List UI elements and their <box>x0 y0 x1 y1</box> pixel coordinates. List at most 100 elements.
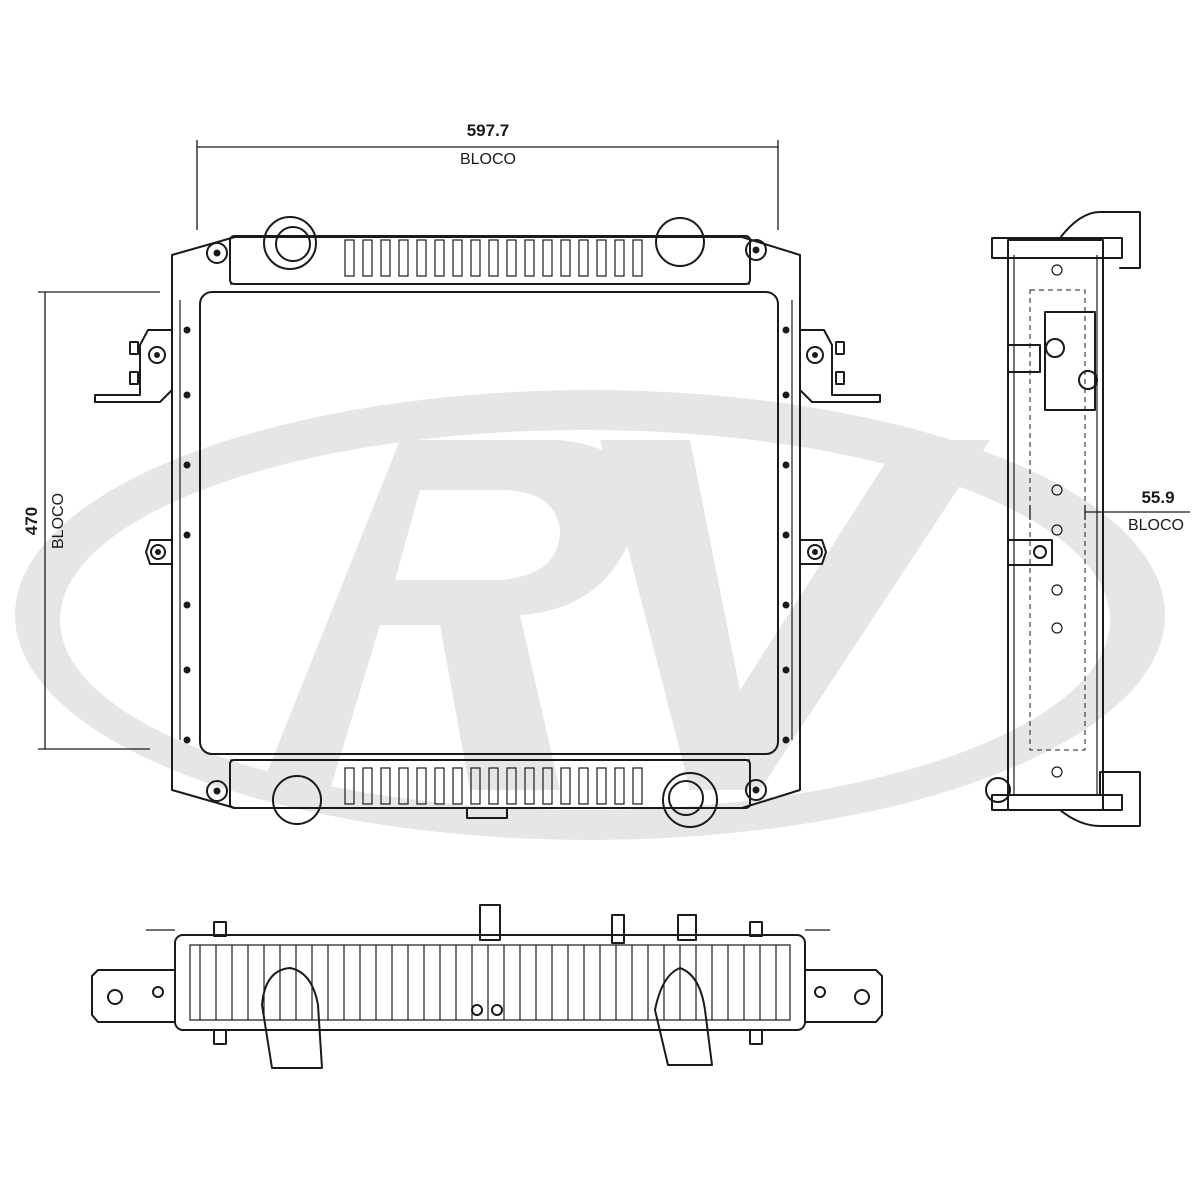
side-bottom-port-icon <box>985 777 1011 803</box>
tank-rib <box>344 239 355 277</box>
side-view: 55.9 BLOCO <box>985 211 1190 827</box>
top-tank-ribs <box>344 239 643 277</box>
top-view-outlet-pipe <box>654 967 713 1066</box>
width-value: 597.7 <box>467 121 510 140</box>
rivet-icon <box>183 326 191 334</box>
depth-label: BLOCO <box>1128 517 1184 534</box>
tank-rib <box>398 239 409 277</box>
tank-rib <box>380 767 391 805</box>
rivet-icon <box>183 666 191 674</box>
side-core-outline <box>1029 289 1086 751</box>
tank-rib <box>524 239 535 277</box>
rivet-icon <box>782 736 790 744</box>
watermark-r-letter <box>260 440 637 790</box>
rivet-icon <box>183 736 191 744</box>
side-holes <box>1051 264 1063 778</box>
rivet-icon <box>183 531 191 539</box>
mount-hole-icon <box>1051 484 1063 496</box>
top-view-body <box>174 934 806 1031</box>
tank-rib <box>434 239 445 277</box>
depth-value: 55.9 <box>1141 488 1174 507</box>
tank-rib <box>560 767 571 805</box>
left-mount-bracket <box>94 329 173 403</box>
width-label: BLOCO <box>460 151 516 168</box>
tank-rib <box>614 239 625 277</box>
top-right-port-icon <box>655 217 705 267</box>
side-rivets <box>183 326 790 744</box>
mount-hole-icon <box>1051 524 1063 536</box>
rivet-icon <box>782 461 790 469</box>
height-label: BLOCO <box>50 493 67 549</box>
tank-rib <box>578 767 589 805</box>
rivet-icon <box>183 601 191 609</box>
rivet-icon <box>183 391 191 399</box>
bottom-tank-ribs <box>344 767 643 805</box>
rivet-icon <box>782 326 790 334</box>
watermark-v-letter <box>600 440 990 790</box>
tank-rib <box>344 767 355 805</box>
tank-rib <box>560 239 571 277</box>
rivet-icon <box>782 601 790 609</box>
tank-rib <box>542 239 553 277</box>
tank-rib <box>596 239 607 277</box>
top-view-fins <box>199 945 777 1020</box>
tank-rib <box>488 239 499 277</box>
tank-rib <box>416 239 427 277</box>
side-bottom-bracket <box>1059 771 1141 827</box>
tank-rib <box>452 239 463 277</box>
tank-rib <box>542 767 553 805</box>
width-dimension: 597.7 BLOCO <box>196 121 779 230</box>
mount-hole-icon <box>1051 264 1063 276</box>
top-tank <box>229 235 751 285</box>
corner-bolt-icon <box>206 242 228 264</box>
tank-rib <box>398 767 409 805</box>
bottom-left-port-icon <box>272 775 322 825</box>
height-dimension: 470 BLOCO <box>22 291 160 750</box>
outlet-pipe-icon <box>662 772 718 828</box>
top-view <box>91 904 883 1069</box>
inlet-pipe-icon <box>263 216 317 270</box>
tank-rib <box>452 767 463 805</box>
tank-rib <box>380 239 391 277</box>
core-window <box>199 291 779 755</box>
front-view <box>94 216 881 828</box>
tank-rib <box>362 239 373 277</box>
tank-rib <box>578 239 589 277</box>
top-view-right-flange <box>804 969 883 1023</box>
tank-rib <box>596 767 607 805</box>
corner-bolt-icon <box>745 239 767 261</box>
tank-rib <box>488 767 499 805</box>
right-mount-bracket <box>799 329 881 403</box>
rivet-icon <box>782 391 790 399</box>
tank-rib <box>434 767 445 805</box>
tank-rib <box>524 767 535 805</box>
tank-rib <box>470 239 481 277</box>
tank-rib <box>632 239 643 277</box>
top-view-left-flange <box>91 969 176 1023</box>
tank-rib <box>506 767 517 805</box>
tank-rib <box>614 767 625 805</box>
rivet-icon <box>183 461 191 469</box>
rivet-icon <box>782 531 790 539</box>
side-mid-bracket <box>1007 539 1053 566</box>
side-bottom-header <box>991 794 1123 811</box>
corner-bolt-icon <box>745 779 767 801</box>
tank-rib <box>506 239 517 277</box>
side-top-bracket <box>1059 211 1141 269</box>
tank-rib <box>470 767 481 805</box>
rv-watermark-logo: RV <box>15 390 1165 840</box>
mount-hole-icon <box>1051 622 1063 634</box>
tank-rib <box>362 767 373 805</box>
left-mid-bracket <box>145 539 173 565</box>
side-mount-plate <box>1044 311 1096 411</box>
side-top-header <box>991 237 1123 259</box>
top-view-inlet-pipe <box>261 967 323 1069</box>
right-mid-bracket <box>799 539 827 565</box>
tank-rib <box>632 767 643 805</box>
rivet-icon <box>782 666 790 674</box>
drain-plug <box>466 807 508 819</box>
mount-hole-icon <box>1051 584 1063 596</box>
tank-rib <box>416 767 427 805</box>
height-value: 470 <box>22 507 41 535</box>
